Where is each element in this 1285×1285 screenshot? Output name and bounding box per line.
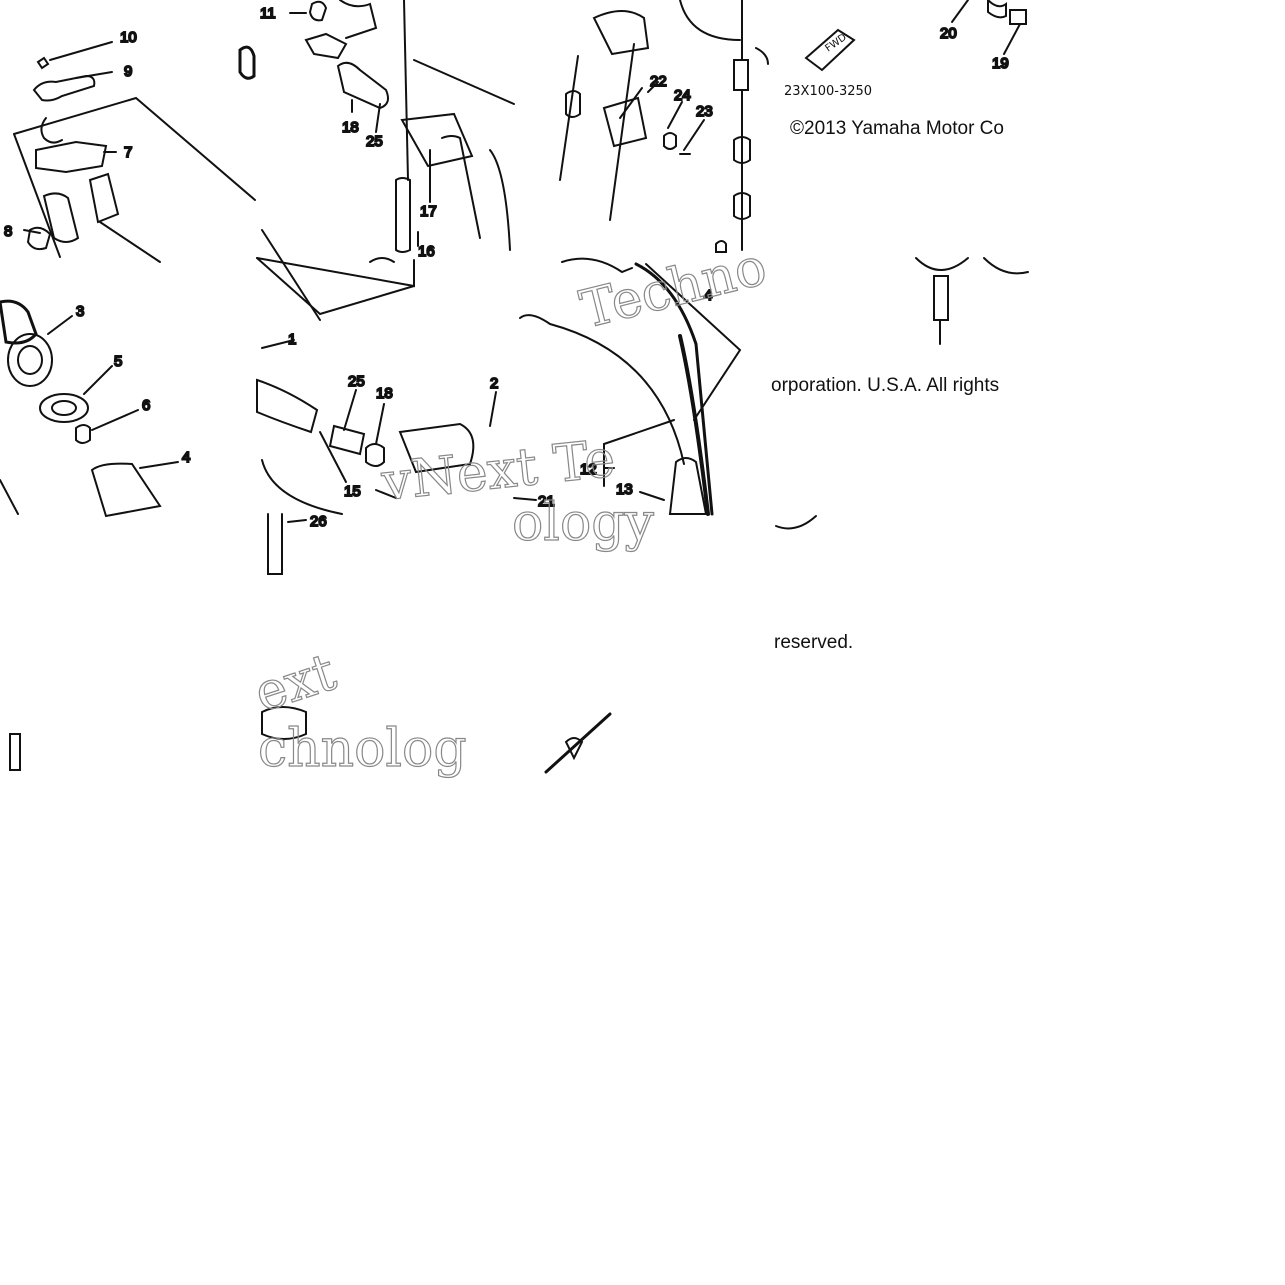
callout-5: 5 [114,353,122,370]
callout-6: 6 [142,397,150,414]
callout-25b: 25 [348,373,365,390]
callout-22: 22 [650,73,667,90]
callout-18b: 18 [376,385,393,402]
watermark-text-5: chnolog [258,719,467,779]
handlebar-clamp-drawing [559,0,769,253]
callout-15: 15 [344,483,361,500]
callout-16: 16 [418,243,435,260]
watermark-text-1: Techno [575,237,773,341]
callout-11: 11 [260,5,276,22]
callout-13: 13 [616,481,633,498]
watermark-text-3: ology [512,493,655,553]
callout-8: 8 [4,223,12,240]
throttle-housing-drawing [13,41,256,263]
callout-21: 21 [538,493,555,510]
callout-7: 7 [124,144,132,161]
callout-2: 2 [490,375,498,392]
throttle-grip-drawing [0,299,179,518]
clutch-cable-drawing [519,257,742,516]
callout-12: 12 [580,461,597,478]
lever-perch-drawing [261,0,515,321]
callout-24: 24 [674,87,691,104]
callout-9: 9 [124,63,132,80]
callout-1: 1 [288,331,296,348]
clutch-side-drawing [256,257,537,575]
part-number-label: 23X100-3250 [784,84,873,99]
callout-4b: 4 [704,287,712,304]
callout-10: 10 [120,29,137,46]
callout-3: 3 [76,303,84,320]
callout-26: 26 [310,513,327,530]
callout-23: 23 [696,103,713,120]
callout-4: 4 [182,449,190,466]
copyright-line-3: reserved. [774,632,854,653]
watermark-group: Techno vNext Te ology ext chnolog [247,236,773,779]
copyright-line-2: orporation. U.S.A. All rights [771,375,1000,396]
copyright-line-1: ©2013 Yamaha Motor Co [790,118,1004,139]
callout-17: 17 [420,203,437,220]
fwd-marker-drawing [775,0,1029,530]
callout-20: 20 [940,25,957,42]
watermark-text-4: ext [247,642,343,724]
callout-18: 18 [342,119,359,136]
lower-fragments [9,706,612,774]
callout-25: 25 [366,133,383,150]
callout-19: 19 [992,55,1009,72]
